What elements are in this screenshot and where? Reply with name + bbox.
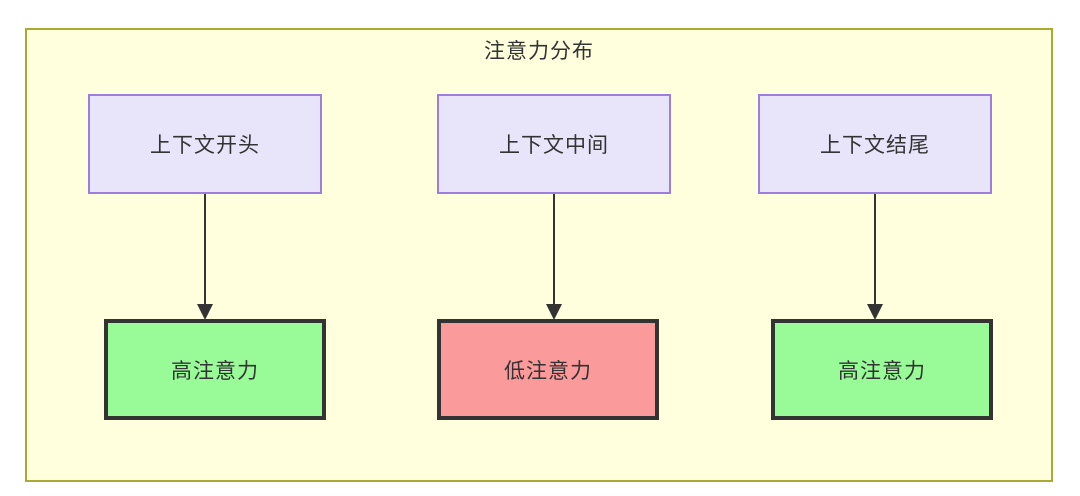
node-context-end-label: 上下文结尾	[820, 134, 930, 157]
node-attention-low-middle-label: 低注意力	[504, 359, 592, 383]
edge-context-middle-to-attention-low-middle	[546, 194, 562, 320]
node-attention-high-end[interactable]: 高注意力	[771, 319, 993, 420]
node-context-start[interactable]: 上下文开头	[88, 94, 322, 194]
node-attention-high-start[interactable]: 高注意力	[104, 319, 326, 420]
node-context-middle[interactable]: 上下文中间	[437, 94, 671, 194]
node-attention-high-start-label: 高注意力	[171, 359, 259, 383]
node-context-middle-label: 上下文中间	[499, 134, 609, 157]
node-context-start-label: 上下文开头	[150, 134, 260, 157]
edge-context-end-to-attention-high-end	[867, 194, 883, 320]
diagram-title: 注意力分布	[484, 40, 594, 63]
node-attention-low-middle[interactable]: 低注意力	[437, 319, 659, 420]
node-attention-high-end-label: 高注意力	[838, 359, 926, 383]
node-context-end[interactable]: 上下文结尾	[758, 94, 992, 194]
attention-distribution-group: 注意力分布 上下文开头 上下文中间 上下文结尾 高注意力	[25, 28, 1053, 482]
edge-context-start-to-attention-high-start	[197, 194, 213, 320]
